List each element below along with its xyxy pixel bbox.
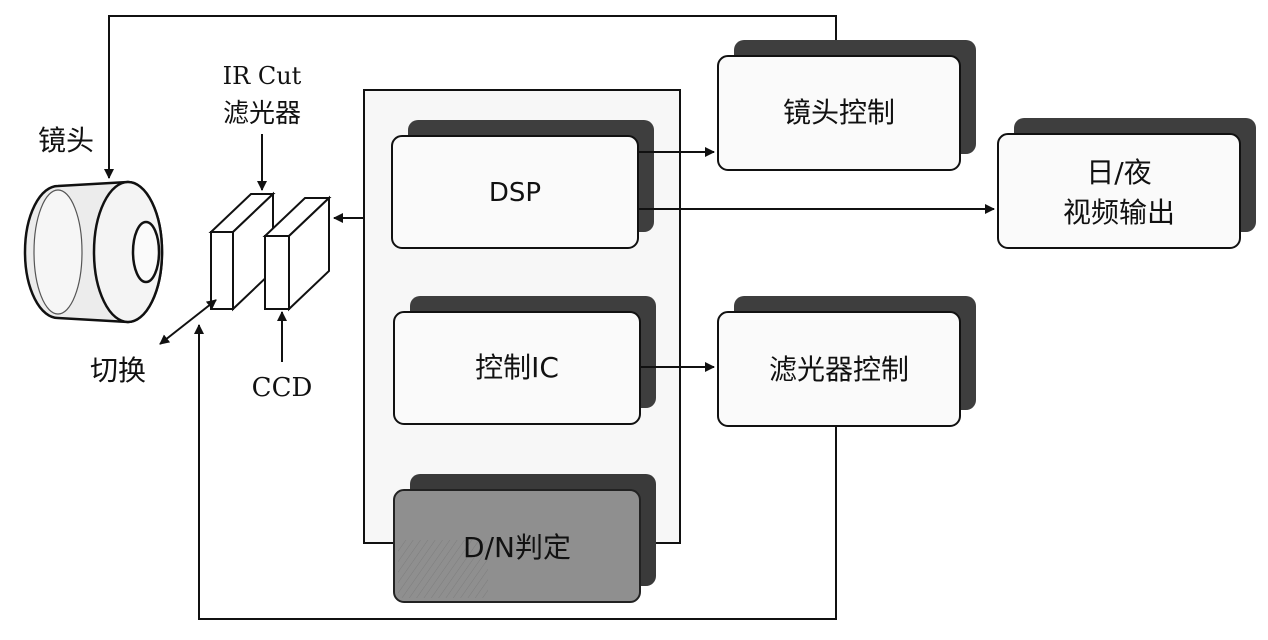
filter-control-label: 滤光器控制 [769,353,909,386]
dsp-label: DSP [489,178,541,208]
day-night-label-line2: 视频输出 [1063,196,1175,229]
switch-arrow [159,299,217,345]
dsp-block: DSP [391,120,654,249]
control-ic-block: 控制IC [393,296,656,425]
day-night-output-block: 日/夜 视频输出 [997,118,1256,249]
filter-control-block: 滤光器控制 [717,296,976,427]
ir-cut-label-line2: 滤光器 [223,99,301,129]
lens-control-block: 镜头控制 [717,40,976,171]
filter-feedback-line [194,324,837,620]
ccd-block [262,195,332,312]
lens-icon [23,180,164,324]
switch-label: 切换 [90,354,146,387]
lens-feedback-line [104,15,837,179]
ccd-label: CCD [252,373,313,403]
dn-judge-label: D/N判定 [463,531,571,564]
ir-cut-filter-block [208,191,276,312]
control-ic-label: 控制IC [475,351,559,384]
dn-judge-block: D/N判定 [393,474,656,603]
ir-cut-label-line1: IR Cut [223,62,302,90]
lens-control-label: 镜头控制 [783,96,895,129]
day-night-label-line1: 日/夜 [1086,156,1151,189]
lens-label: 镜头 [38,124,94,157]
